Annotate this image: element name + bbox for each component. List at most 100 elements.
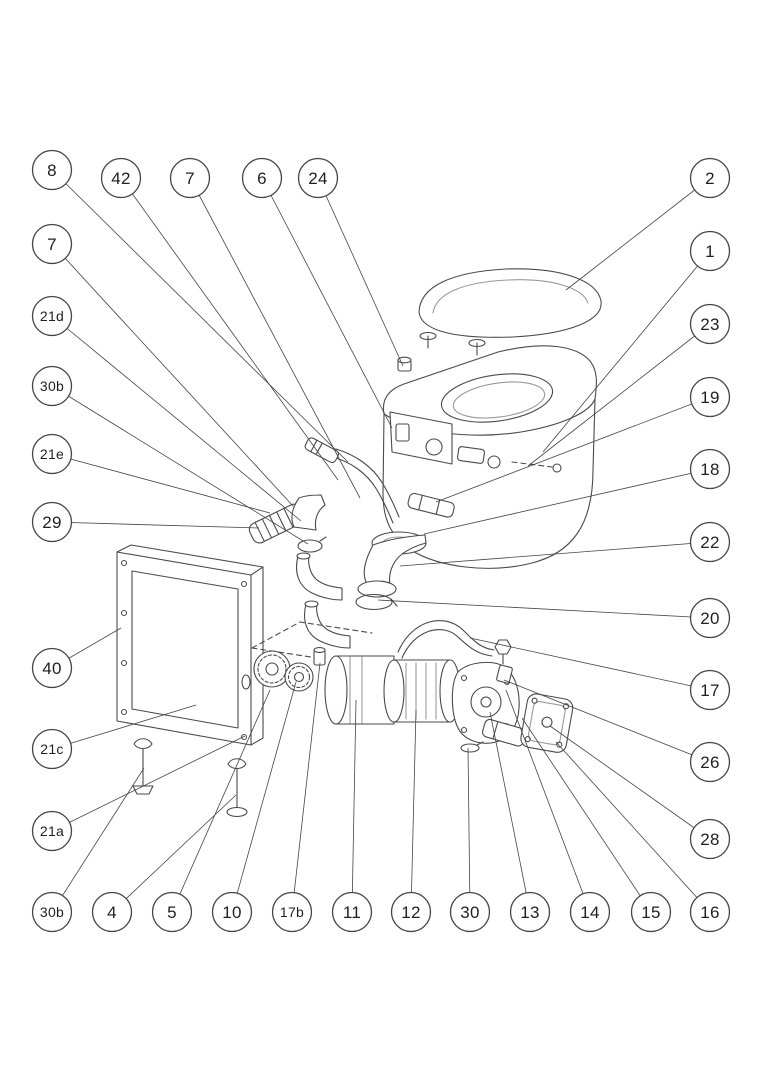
callout-28: 28 <box>689 818 731 860</box>
callout-label: 12 <box>401 903 421 922</box>
callout-14: 14 <box>569 891 611 933</box>
leader-line-30 <box>467 747 471 913</box>
callout-circle <box>31 647 73 689</box>
callout-label: 22 <box>700 533 720 552</box>
leader-line-42 <box>120 177 339 481</box>
callout-circle <box>689 303 731 345</box>
leader-line-18 <box>423 468 711 535</box>
leader-line-17b <box>291 662 321 913</box>
leader-line-23 <box>527 323 711 467</box>
callout-label: 7 <box>47 235 57 254</box>
callout-circle <box>297 157 339 199</box>
callout-circle <box>151 891 193 933</box>
callout-circle <box>689 230 731 272</box>
callout-label: 13 <box>520 903 540 922</box>
callout-circle <box>31 365 73 407</box>
leader-line-8 <box>51 169 349 463</box>
callout-42: 42 <box>100 157 142 199</box>
flush-hose <box>304 437 400 524</box>
leader-line-28 <box>549 725 711 840</box>
leader-line-10 <box>231 681 297 913</box>
callout-23: 23 <box>689 303 731 345</box>
callout-label: 29 <box>42 513 62 532</box>
callout-24: 24 <box>297 157 339 199</box>
callout-circle <box>31 810 73 852</box>
callout-label: 15 <box>641 903 661 922</box>
callout-circle <box>31 149 73 191</box>
callout-17b: 17b <box>271 891 313 933</box>
callout-label: 16 <box>700 903 720 922</box>
toilet-illustration <box>116 268 602 818</box>
callout-circle <box>689 376 731 418</box>
callout-10: 10 <box>211 891 253 933</box>
callout-circle <box>31 728 73 770</box>
leader-line-17 <box>469 637 711 691</box>
callout-label: 28 <box>700 830 720 849</box>
toilet-lid <box>418 268 602 356</box>
callout-2: 2 <box>689 157 731 199</box>
callout-label: 24 <box>308 169 328 188</box>
callout-circle <box>91 891 133 933</box>
discharge-elbow <box>355 531 427 611</box>
callout-circle <box>169 157 211 199</box>
callout-circle <box>31 295 73 337</box>
callout-label: 7 <box>185 169 195 188</box>
leader-line-5 <box>171 689 271 913</box>
callout-label: 26 <box>700 753 720 772</box>
callout-1: 1 <box>689 230 731 272</box>
callout-circle <box>31 891 73 933</box>
callout-6: 6 <box>241 157 283 199</box>
leader-line-13 <box>489 711 531 913</box>
check-valve <box>407 492 455 518</box>
callout-circle <box>211 891 253 933</box>
callout-21d: 21d <box>31 295 73 337</box>
pump-assembly <box>251 620 574 753</box>
callout-label: 19 <box>700 388 720 407</box>
callout-label: 8 <box>47 161 57 180</box>
callout-circle <box>449 891 491 933</box>
leader-line-11 <box>351 699 357 913</box>
callout-circle <box>331 891 373 933</box>
callout-label: 2 <box>705 169 715 188</box>
leader-line-1 <box>542 250 711 453</box>
leader-line-15 <box>521 717 652 913</box>
leader-line-7 <box>51 243 294 507</box>
leader-line-20 <box>377 599 711 619</box>
callout-label: 40 <box>42 659 62 678</box>
callout-40: 40 <box>31 647 73 689</box>
leader-line-21c <box>51 704 197 750</box>
adjuster-foot-right <box>226 758 248 818</box>
callout-circle <box>569 891 611 933</box>
callout-label: 21e <box>40 446 64 462</box>
callout-label: 23 <box>700 315 720 334</box>
leader-line-19 <box>435 396 711 503</box>
callout-21e: 21e <box>31 433 73 475</box>
callout-circle <box>271 891 313 933</box>
callout-label: 42 <box>111 169 131 188</box>
leader-line-21e <box>51 453 271 514</box>
callout-label: 17 <box>700 681 720 700</box>
callout-4: 4 <box>91 891 133 933</box>
callout-13: 13 <box>509 891 551 933</box>
callout-circle <box>630 891 672 933</box>
callout-11: 11 <box>331 891 373 933</box>
callout-circle <box>100 157 142 199</box>
inlet-fittings <box>248 494 351 649</box>
callout-label: 1 <box>705 242 715 261</box>
callout-22: 22 <box>689 521 731 563</box>
callout-7: 7 <box>31 223 73 265</box>
leader-line-22 <box>399 541 711 567</box>
callout-17: 17 <box>689 669 731 711</box>
leader-line-6 <box>261 177 393 429</box>
callout-circle <box>31 433 73 475</box>
callout-15: 15 <box>630 891 672 933</box>
leader-line-29 <box>51 521 260 529</box>
callout-circle <box>689 521 731 563</box>
leader-line-30b <box>51 385 309 545</box>
callout-circle <box>689 669 731 711</box>
callout-label: 21d <box>40 308 64 324</box>
callout-label: 6 <box>257 169 267 188</box>
callout-label: 21c <box>40 741 63 757</box>
